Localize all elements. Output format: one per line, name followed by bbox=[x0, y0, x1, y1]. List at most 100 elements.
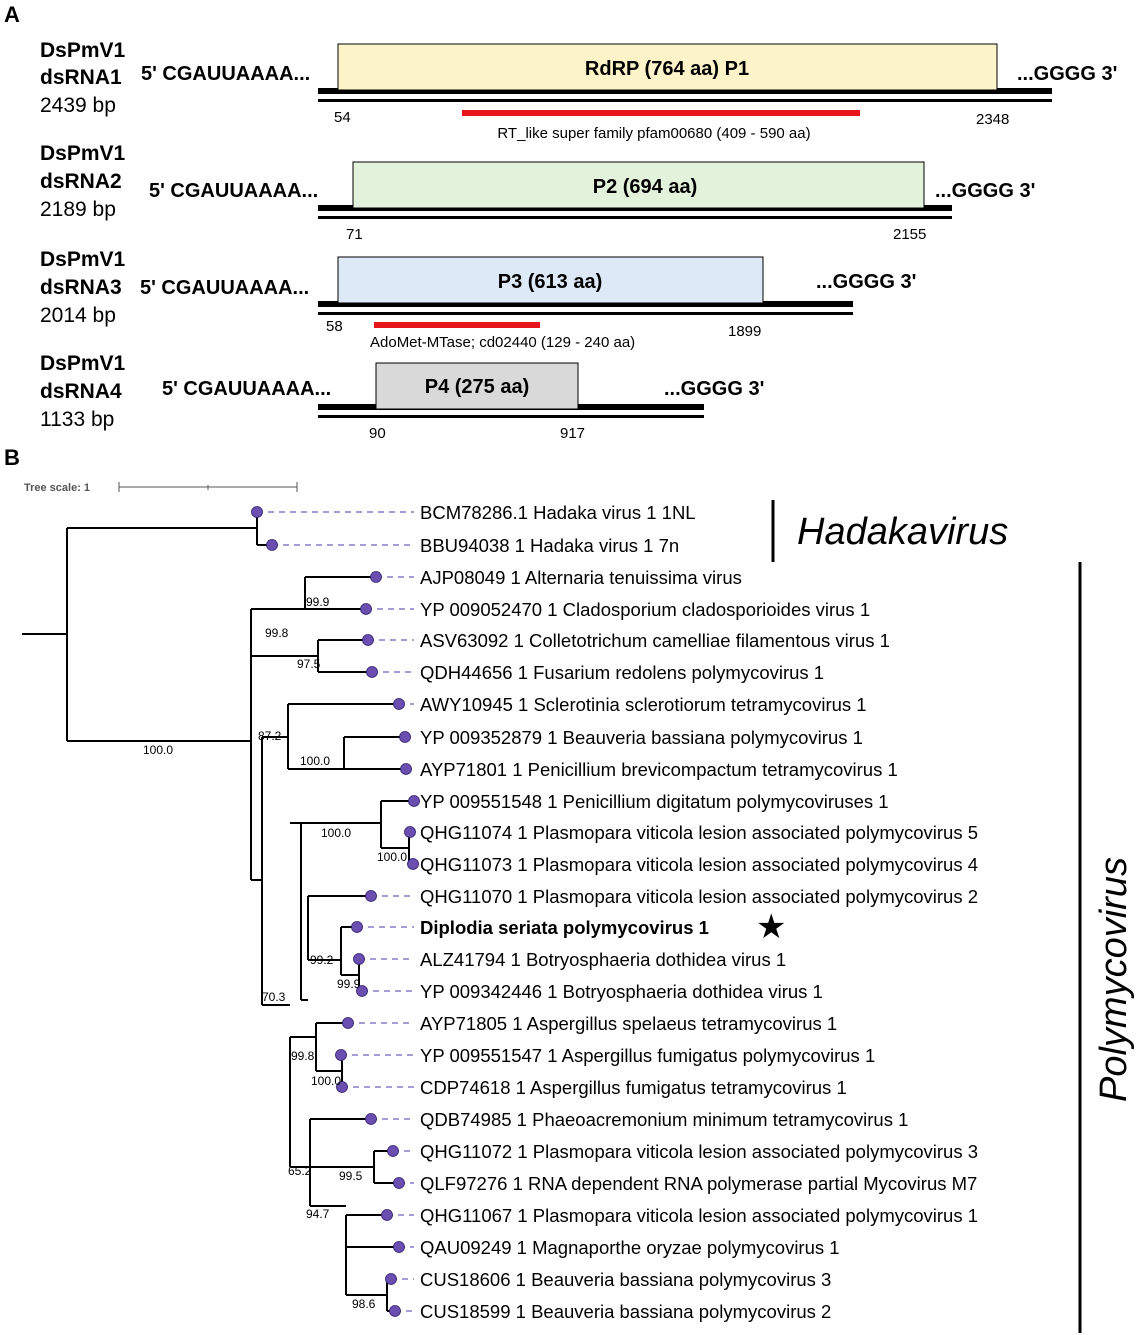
leaf-label: BBU94038 1 Hadaka virus 1 7n bbox=[420, 535, 679, 556]
orf-label: RdRP (764 aa) P1 bbox=[585, 58, 749, 80]
leaf-label: QHG11073 1 Plasmopara viticola lesion as… bbox=[420, 854, 978, 875]
segment-name-line1: DsPmV1 bbox=[40, 248, 126, 271]
segment-length: 2189 bp bbox=[40, 198, 116, 221]
leaf-label: YP 009551547 1 Aspergillus fumigatus pol… bbox=[420, 1045, 875, 1066]
leaf-node bbox=[351, 921, 363, 933]
strand-bottom bbox=[318, 312, 853, 315]
highlight-star-icon: ★ bbox=[756, 908, 786, 946]
leaf-label: QHG11070 1 Plasmopara viticola lesion as… bbox=[420, 886, 978, 907]
orf-start-position: 90 bbox=[369, 425, 386, 442]
bootstrap-label: 100.0 bbox=[321, 826, 351, 840]
leaf-label-highlighted: Diplodia seriata polymycovirus 1 bbox=[420, 917, 709, 938]
leaf-label: QAU09249 1 Magnaporthe oryzae polymycovi… bbox=[420, 1237, 840, 1258]
segment-length: 2439 bp bbox=[40, 94, 116, 117]
strand-top bbox=[318, 301, 853, 307]
leaf-label: CUS18599 1 Beauveria bassiana polymycovi… bbox=[420, 1301, 831, 1322]
leaf-node bbox=[251, 506, 263, 518]
orf-label: P4 (275 aa) bbox=[425, 376, 530, 398]
leaf-node bbox=[342, 1017, 354, 1029]
leaf-label: ASV63092 1 Colletotrichum camelliae fila… bbox=[420, 630, 890, 651]
segment-length: 2014 bp bbox=[40, 304, 116, 327]
three-prime-utr: ...GGGG 3' bbox=[664, 378, 764, 400]
segment-dsrna4: DsPmV1 dsRNA4 1133 bp 5' CGAUUAAAA... ..… bbox=[40, 352, 764, 442]
five-prime-utr: 5' CGAUUAAAA... bbox=[141, 63, 310, 85]
bootstrap-label: 87.2 bbox=[258, 729, 282, 743]
bootstrap-label: 99.2 bbox=[310, 953, 334, 967]
leaf-label: AWY10945 1 Sclerotinia sclerotiorum tetr… bbox=[420, 694, 867, 715]
segment-name-line2: dsRNA3 bbox=[40, 276, 122, 299]
leaf-label: AYP71805 1 Aspergillus spelaeus tetramyc… bbox=[420, 1013, 837, 1034]
leaf-node bbox=[365, 1113, 377, 1125]
leaf-node bbox=[393, 1241, 405, 1253]
three-prime-utr: ...GGGG 3' bbox=[1017, 63, 1117, 85]
leaf-node bbox=[393, 1177, 405, 1189]
leaf-node bbox=[360, 603, 372, 615]
orf-box bbox=[375, 362, 579, 410]
bootstrap-label: 70.3 bbox=[262, 990, 286, 1004]
five-prime-utr: 5' CGAUUAAAA... bbox=[140, 277, 309, 299]
leaf-label: QHG11072 1 Plasmopara viticola lesion as… bbox=[420, 1141, 978, 1162]
bootstrap-label: 98.6 bbox=[352, 1297, 376, 1311]
bootstrap-label: 99.8 bbox=[291, 1049, 315, 1063]
leaf-label: QDH44656 1 Fusarium redolens polymycovir… bbox=[420, 662, 824, 683]
bootstrap-label: 94.7 bbox=[306, 1207, 330, 1221]
bootstrap-label: 99.5 bbox=[339, 1169, 363, 1183]
domain-label: AdoMet-MTase; cd02440 (129 - 240 aa) bbox=[370, 334, 635, 351]
clade-label: Polymycovirus bbox=[1093, 857, 1135, 1102]
segment-name-line1: DsPmV1 bbox=[40, 39, 126, 62]
leaf-node bbox=[399, 731, 411, 743]
bootstrap-label: 100.0 bbox=[143, 743, 173, 757]
leaf-node bbox=[266, 539, 278, 551]
leaf-node bbox=[389, 1305, 401, 1317]
orf-end-position: 2155 bbox=[893, 226, 926, 243]
leaf-node bbox=[353, 953, 365, 965]
five-prime-utr: 5' CGAUUAAAA... bbox=[162, 378, 331, 400]
three-prime-utr: ...GGGG 3' bbox=[816, 271, 916, 293]
leaf-label: ALZ41794 1 Botryosphaeria dothidea virus… bbox=[420, 949, 786, 970]
leaf-label: YP 009352879 1 Beauveria bassiana polymy… bbox=[420, 727, 863, 748]
leaf-node bbox=[404, 826, 416, 838]
bootstrap-label: 99.9 bbox=[337, 977, 361, 991]
leaf-label: AYP71801 1 Penicillium brevicompactum te… bbox=[420, 759, 898, 780]
rt-like-domain-bar bbox=[462, 110, 860, 116]
orf-end-position: 2348 bbox=[976, 111, 1009, 128]
strand-top bbox=[318, 88, 1052, 94]
bootstrap-label: 65.2 bbox=[288, 1164, 312, 1178]
leaf-label: QDB74985 1 Phaeoacremonium minimum tetra… bbox=[420, 1109, 908, 1130]
leaf-node bbox=[366, 666, 378, 678]
panel-b-letter: B bbox=[4, 445, 20, 470]
leaf-node bbox=[370, 571, 382, 583]
segment-dsrna3: DsPmV1 dsRNA3 2014 bp 5' CGAUUAAAA... ..… bbox=[40, 248, 916, 351]
leaf-label: YP 009052470 1 Cladosporium cladosporioi… bbox=[420, 599, 870, 620]
segment-dsrna1: DsPmV1 dsRNA1 2439 bp 5' CGAUUAAAA... ..… bbox=[40, 39, 1117, 142]
leaf-node bbox=[336, 1081, 348, 1093]
leaf-label: QHG11074 1 Plasmopara viticola lesion as… bbox=[420, 822, 978, 843]
five-prime-utr: 5' CGAUUAAAA... bbox=[149, 180, 318, 202]
tree-branches bbox=[22, 512, 414, 1312]
orf-end-position: 1899 bbox=[728, 323, 761, 340]
orf-box bbox=[337, 43, 998, 91]
leaf-node bbox=[385, 1273, 397, 1285]
strand-bottom bbox=[318, 415, 704, 418]
orf-box bbox=[337, 256, 764, 304]
leaf-label: YP 009342446 1 Botryosphaeria dothidea v… bbox=[420, 981, 823, 1002]
tree-scale: Tree scale: 1 bbox=[24, 482, 298, 494]
orf-end-position: 917 bbox=[560, 425, 585, 442]
segment-dsrna2: DsPmV1 dsRNA2 2189 bp 5' CGAUUAAAA... ..… bbox=[40, 142, 1035, 243]
leaf-node bbox=[408, 795, 420, 807]
strand-bottom bbox=[318, 99, 1052, 102]
leaf-node bbox=[362, 634, 374, 646]
clade-label: Hadakavirus bbox=[797, 511, 1008, 553]
orf-start-position: 54 bbox=[334, 109, 351, 126]
orf-label: P2 (694 aa) bbox=[593, 176, 698, 198]
clade-hadakavirus: Hadakavirus bbox=[771, 500, 1008, 562]
segment-name-line2: dsRNA2 bbox=[40, 170, 122, 193]
segment-name-line1: DsPmV1 bbox=[40, 352, 126, 375]
bootstrap-values: 100.0 99.8 99.9 97.5 87.2 100.0 100.0 10… bbox=[143, 595, 407, 1311]
leaf-label: AJP08049 1 Alternaria tenuissima virus bbox=[420, 567, 742, 588]
three-prime-utr: ...GGGG 3' bbox=[935, 180, 1035, 202]
leaf-label: QLF97276 1 RNA dependent RNA polymerase … bbox=[420, 1173, 977, 1194]
leaf-label: CUS18606 1 Beauveria bassiana polymycovi… bbox=[420, 1269, 831, 1290]
